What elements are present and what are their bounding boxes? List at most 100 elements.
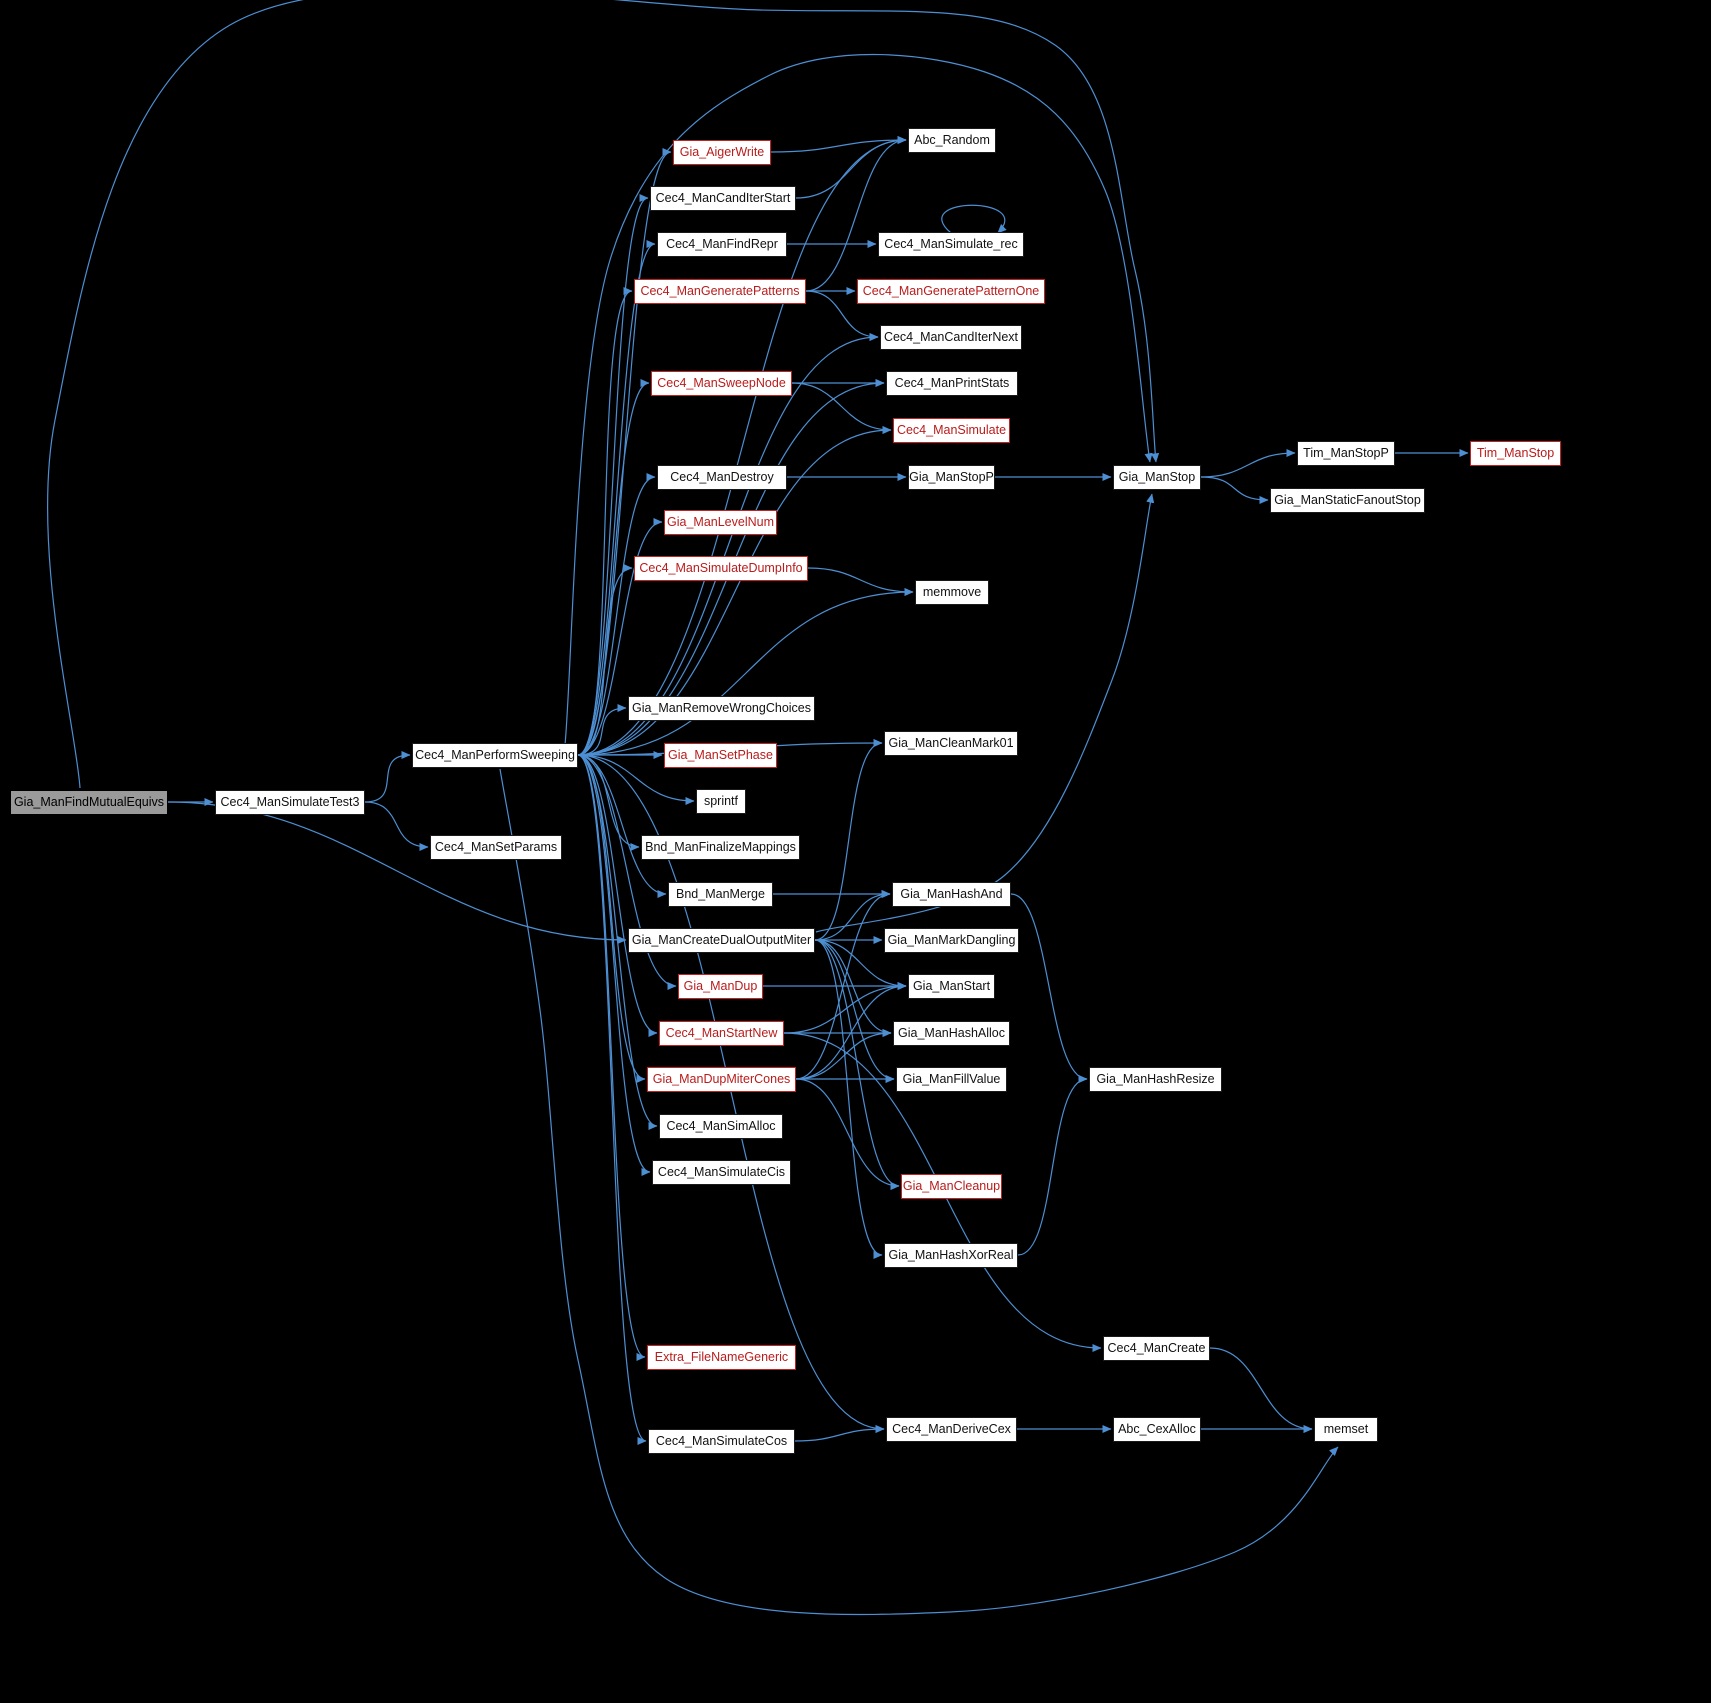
node-cleanup[interactable]: Gia_ManCleanup xyxy=(901,1174,1002,1199)
call-edge-sweep-dumpinfo xyxy=(577,563,633,756)
node-simtest3[interactable]: Cec4_ManSimulateTest3 xyxy=(215,790,365,815)
call-edge-sweepnode-simulate xyxy=(791,382,892,435)
call-edge-dupmitercones-start xyxy=(795,981,907,1080)
call-edge-sweep-memset xyxy=(499,768,1339,1616)
node-start[interactable]: Gia_ManStart xyxy=(908,974,995,999)
node-hashresize[interactable]: Gia_ManHashResize xyxy=(1089,1067,1222,1092)
call-edge-sweep-findrepr xyxy=(577,240,656,756)
node-root[interactable]: Gia_ManFindMutualEquivs xyxy=(10,790,168,815)
node-hashand[interactable]: Gia_ManHashAnd xyxy=(892,882,1011,907)
node-dupmitercones[interactable]: Gia_ManDupMiterCones xyxy=(647,1067,796,1092)
node-aigerwrite[interactable]: Gia_AigerWrite xyxy=(673,140,771,165)
edges-group xyxy=(47,0,1469,1616)
node-simulate[interactable]: Cec4_ManSimulate xyxy=(893,418,1010,443)
call-edge-dualmiter-stop xyxy=(815,493,1155,933)
call-edge-create-memset xyxy=(1209,1347,1313,1434)
node-printstats[interactable]: Cec4_ManPrintStats xyxy=(886,371,1018,396)
node-timstopp[interactable]: Tim_ManStopP xyxy=(1297,441,1395,466)
node-staticfanout[interactable]: Gia_ManStaticFanoutStop xyxy=(1270,488,1425,513)
node-simcis[interactable]: Cec4_ManSimulateCis xyxy=(652,1160,791,1185)
node-sweep[interactable]: Cec4_ManPerformSweeping xyxy=(412,743,578,768)
call-edge-hashand-hashresize xyxy=(1010,893,1088,1084)
call-edge-sweep-simalloc xyxy=(577,754,658,1130)
call-edge-sweep-bndmerge xyxy=(577,754,667,899)
call-edge-stop-staticfanout xyxy=(1200,476,1269,505)
call-edge-sweep-dup xyxy=(577,754,677,991)
node-extrafile[interactable]: Extra_FileNameGeneric xyxy=(647,1345,796,1370)
call-edge-root-dualmiter xyxy=(167,801,627,945)
node-hashalloc[interactable]: Gia_ManHashAlloc xyxy=(893,1021,1010,1046)
call-edge-sweep-destroy xyxy=(577,472,656,756)
node-startnew[interactable]: Cec4_ManStartNew xyxy=(659,1021,784,1046)
node-simalloc[interactable]: Cec4_ManSimAlloc xyxy=(659,1114,783,1139)
node-removewrong[interactable]: Gia_ManRemoveWrongChoices xyxy=(628,696,815,721)
node-canditerstart[interactable]: Cec4_ManCandIterStart xyxy=(650,186,796,211)
node-markdangling[interactable]: Gia_ManMarkDangling xyxy=(884,928,1019,953)
call-edge-sweep-stop xyxy=(564,53,1153,746)
node-bndfinalize[interactable]: Bnd_ManFinalizeMappings xyxy=(641,835,800,860)
call-edge-canditerstart-random xyxy=(795,135,907,199)
node-setparams[interactable]: Cec4_ManSetParams xyxy=(430,835,562,860)
call-edge-sweep-simcis xyxy=(577,754,651,1176)
call-edge-sweep-extrafile xyxy=(577,754,646,1361)
node-simrec[interactable]: Cec4_ManSimulate_rec xyxy=(878,232,1024,257)
call-edge-sweep-genpatterns xyxy=(577,287,633,756)
call-edge-dumpinfo-memmove xyxy=(807,567,914,597)
node-cleanmark[interactable]: Gia_ManCleanMark01 xyxy=(884,731,1018,756)
call-edge-sweep-startnew xyxy=(577,754,658,1038)
call-edge-dualmiter-cleanmark xyxy=(814,738,883,941)
node-timstop[interactable]: Tim_ManStop xyxy=(1470,441,1561,466)
node-memset[interactable]: memset xyxy=(1314,1417,1378,1442)
call-edge-sweep-sprintf xyxy=(577,754,695,806)
node-random[interactable]: Abc_Random xyxy=(908,128,996,153)
node-setphase[interactable]: Gia_ManSetPhase xyxy=(664,743,777,768)
call-edge-sweep-simulate xyxy=(577,425,892,756)
node-stop[interactable]: Gia_ManStop xyxy=(1113,465,1201,490)
call-edge-sweep-memmove xyxy=(577,587,914,756)
node-sweepnode[interactable]: Cec4_ManSweepNode xyxy=(651,371,792,396)
call-edge-dupmitercones-cleanup xyxy=(795,1078,900,1191)
call-edge-sweep-removewrong xyxy=(577,703,627,756)
call-edge-root-stop xyxy=(47,0,1160,789)
node-bndmerge[interactable]: Bnd_ManMerge xyxy=(668,882,773,907)
node-hashxor[interactable]: Gia_ManHashXorReal xyxy=(884,1243,1018,1268)
node-findrepr[interactable]: Cec4_ManFindRepr xyxy=(657,232,787,257)
call-edge-genpatterns-canditernext xyxy=(805,290,879,342)
node-fillvalue[interactable]: Gia_ManFillValue xyxy=(896,1067,1007,1092)
call-edge-simcos-derivecex xyxy=(794,1424,885,1442)
node-create[interactable]: Cec4_ManCreate xyxy=(1103,1336,1210,1361)
call-edge-dupmitercones-hashand xyxy=(795,889,891,1080)
call-edge-simtest3-sweep xyxy=(364,750,411,803)
call-edge-sweep-sweepnode xyxy=(577,379,650,756)
node-levelnum[interactable]: Gia_ManLevelNum xyxy=(664,510,777,535)
node-derivecex[interactable]: Cec4_ManDeriveCex xyxy=(886,1417,1017,1442)
node-stopp[interactable]: Gia_ManStopP xyxy=(908,465,995,490)
call-edge-hashxor-hashresize xyxy=(1017,1074,1088,1256)
call-edge-dualmiter-fillvalue xyxy=(814,939,895,1084)
call-edge-sweep-derivecex xyxy=(577,754,885,1434)
node-memmove[interactable]: memmove xyxy=(915,580,989,605)
call-edge-dualmiter-hashxor xyxy=(814,939,883,1260)
node-dup[interactable]: Gia_ManDup xyxy=(678,974,763,999)
call-edge-genpatterns-random xyxy=(805,135,907,292)
call-edge-sweep-canditernext xyxy=(577,332,879,756)
node-sprintf[interactable]: sprintf xyxy=(696,789,746,814)
node-cexalloc[interactable]: Abc_CexAlloc xyxy=(1113,1417,1201,1442)
call-edge-stop-timstopp xyxy=(1200,448,1296,478)
call-edge-dupmitercones-hashalloc xyxy=(795,1028,892,1080)
call-edge-startnew-start xyxy=(783,981,907,1034)
node-dumpinfo[interactable]: Cec4_ManSimulateDumpInfo xyxy=(634,556,808,581)
call-edge-simrec-simrec xyxy=(941,204,1007,234)
call-edge-simtest3-setparams xyxy=(364,801,429,852)
node-canditernext[interactable]: Cec4_ManCandIterNext xyxy=(880,325,1022,350)
node-simcos[interactable]: Cec4_ManSimulateCos xyxy=(648,1429,795,1454)
node-dualmiter[interactable]: Gia_ManCreateDualOutputMiter xyxy=(628,928,815,953)
call-edge-dualmiter-cleanup xyxy=(814,939,900,1191)
node-genpatone[interactable]: Cec4_ManGeneratePatternOne xyxy=(857,279,1045,304)
call-edge-aigerwrite-random xyxy=(770,135,907,153)
call-edge-dualmiter-start xyxy=(814,939,907,991)
node-genpatterns[interactable]: Cec4_ManGeneratePatterns xyxy=(634,279,806,304)
node-destroy[interactable]: Cec4_ManDestroy xyxy=(657,465,787,490)
